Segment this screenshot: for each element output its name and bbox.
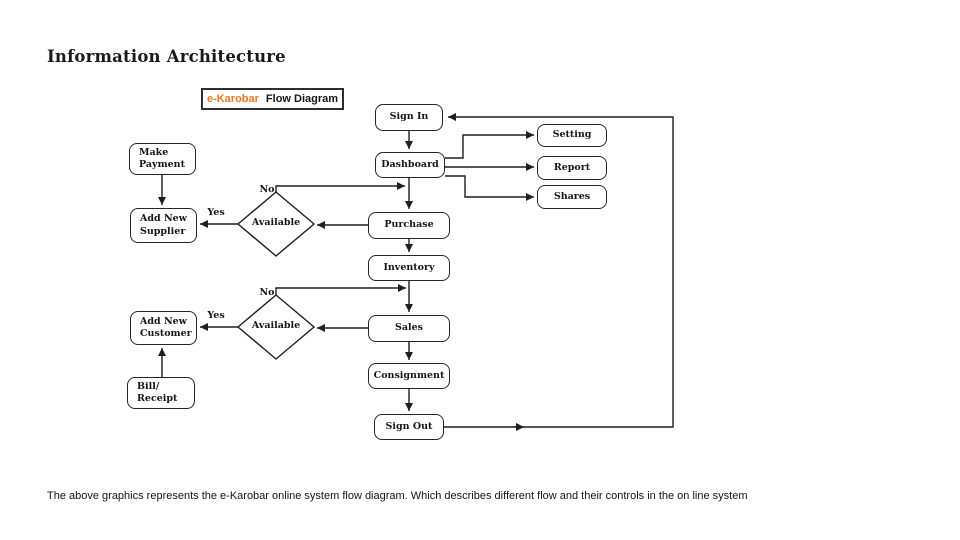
node-dashboard: Dashboard	[375, 152, 445, 178]
node-make-payment: Make Payment	[129, 143, 196, 175]
node-add-new-customer: Add New Customer	[130, 311, 197, 345]
node-setting: Setting	[537, 124, 607, 147]
diagram-legend: e-Karobar Flow Diagram	[201, 88, 344, 110]
node-sign-in: Sign In	[375, 104, 443, 131]
decision-available-2-shape	[236, 294, 316, 360]
node-purchase: Purchase	[368, 212, 450, 239]
edge-label-no-1: No	[259, 184, 275, 195]
edge-label-yes-1: Yes	[207, 207, 225, 218]
page-title: Information Architecture	[47, 47, 286, 66]
edge-signout-signin-loop	[444, 113, 674, 428]
node-sales: Sales	[368, 315, 450, 342]
edge-dashboard-setting	[445, 131, 534, 159]
edge-available2-no-return	[275, 284, 406, 295]
brand-name: e-Karobar	[206, 93, 259, 105]
node-inventory: Inventory	[368, 255, 450, 281]
diagram-caption: The above graphics represents the e-Karo…	[47, 490, 748, 502]
node-consignment: Consignment	[368, 363, 450, 389]
node-shares: Shares	[537, 185, 607, 209]
decision-available-1-label: Available	[251, 217, 301, 228]
node-add-new-supplier: Add New Supplier	[130, 208, 197, 243]
node-report: Report	[537, 156, 607, 180]
node-sign-out: Sign Out	[374, 414, 444, 440]
edge-available1-no-return	[275, 182, 405, 192]
decision-available-2-label: Available	[251, 320, 301, 331]
legend-label: Flow Diagram	[265, 93, 339, 105]
edge-dashboard-shares	[445, 175, 534, 201]
decision-available-1-shape	[236, 191, 316, 257]
node-bill-receipt: Bill/ Receipt	[127, 377, 195, 409]
edge-label-yes-2: Yes	[207, 310, 225, 321]
edge-label-no-2: No	[259, 287, 275, 298]
